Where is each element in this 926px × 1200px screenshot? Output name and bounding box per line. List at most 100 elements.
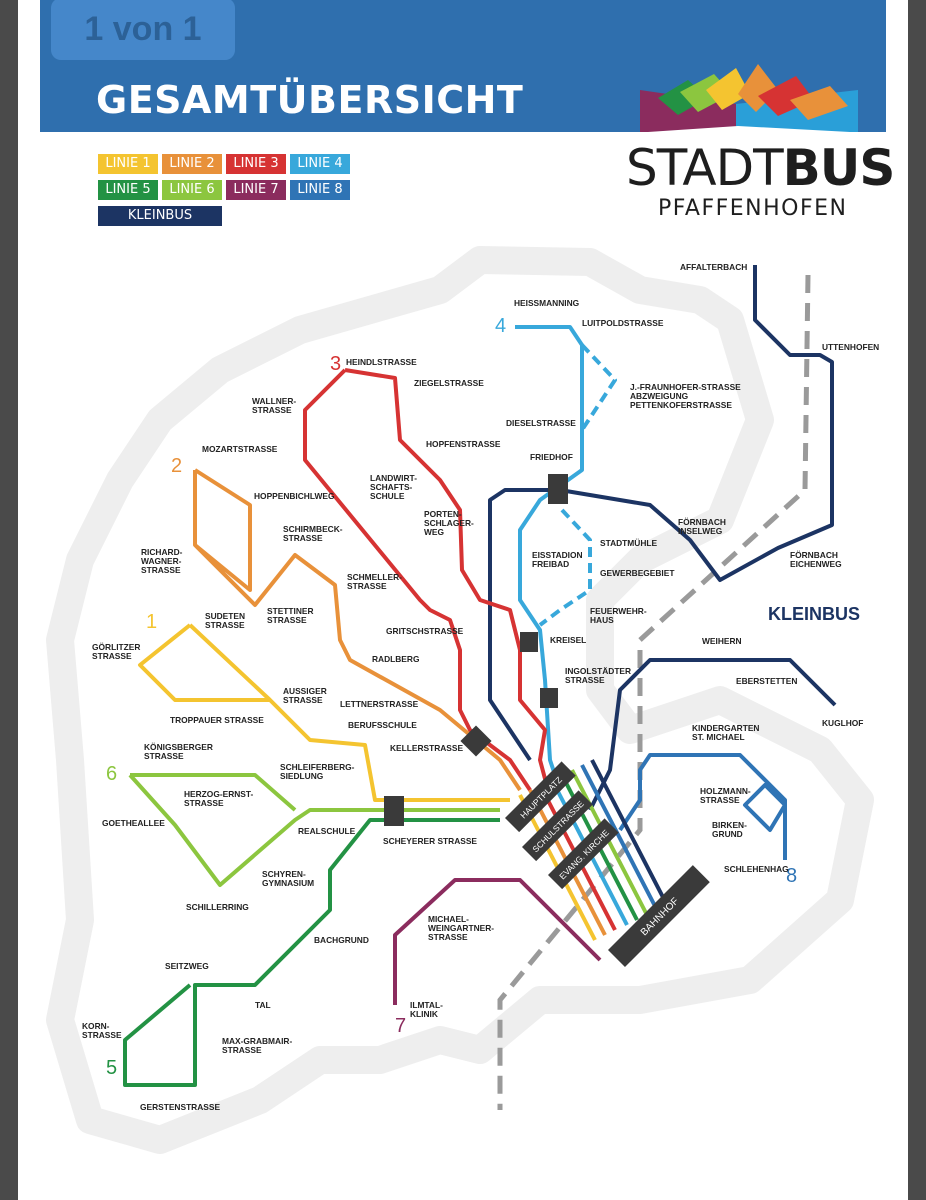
line-number-4: 4: [495, 315, 506, 337]
stop-fraunhofer-3: PETTENKOFERSTRASSE: [630, 400, 732, 410]
legend-label: LINIE 7: [233, 182, 279, 197]
stop-schirmbeck-2: STRASSE: [283, 533, 323, 543]
stop-mozartstrasse: MOZARTSTRASSE: [202, 444, 278, 454]
railway-line: [497, 274, 811, 1110]
line-number-5: 5: [106, 1057, 117, 1079]
bundle-linie-8: [580, 764, 659, 911]
route-linie-3: [303, 368, 550, 792]
route-kleinbus: [488, 265, 837, 811]
stop-uttenhofen: UTTENHOFEN: [822, 342, 879, 352]
stadtbus-logo: [618, 60, 868, 230]
line-number-6: 6: [106, 763, 117, 785]
stop-birken-2: GRUND: [712, 829, 743, 839]
kleinbus-area-label: KLEINBUS: [768, 604, 860, 624]
stop-michael-3: STRASSE: [428, 932, 468, 942]
legend-linie-2: LINIE 2: [162, 154, 222, 174]
page-counter: 1 von 1: [51, 0, 235, 60]
line-legend: LINIE 1 LINIE 2 LINIE 3 LINIE 4 LINIE 5 …: [98, 154, 368, 229]
legend-label: LINIE 5: [105, 182, 151, 197]
line-number-3: 3: [330, 353, 341, 375]
stop-lettnerstrasse: LETTNERSTRASSE: [340, 699, 419, 709]
brand-wordmark: STADTBUS: [626, 138, 895, 198]
legend-linie-6: LINIE 6: [162, 180, 222, 200]
stop-kindergarten-1: KINDERGARTEN: [692, 723, 759, 733]
stop-schleiferberg-2: SIEDLUNG: [280, 771, 323, 781]
stop-koenigsberger-1: KÖNIGSBERGER: [144, 742, 213, 752]
stop-michael-2: WEINGARTNER-: [428, 923, 494, 933]
stop-goerlitzer-2: STRASSE: [92, 651, 132, 661]
stop-affalterbach: AFFALTERBACH: [680, 262, 747, 272]
stop-schyren-2: GYMNASIUM: [262, 878, 314, 888]
legend-linie-3: LINIE 3: [226, 154, 286, 174]
stop-seitzweg: SEITZWEG: [165, 961, 209, 971]
logo-book-icon: [640, 64, 858, 138]
legend-linie-8: LINIE 8: [290, 180, 350, 200]
bundle-kleinbus: [590, 759, 669, 906]
stop-maxgrab-2: STRASSE: [222, 1045, 262, 1055]
stop-ilmtal-2: KLINIK: [410, 1009, 438, 1019]
stop-holzmann-2: STRASSE: [700, 795, 740, 805]
stop-schillerring: SCHILLERRING: [186, 902, 249, 912]
legend-kleinbus: KLEINBUS: [98, 206, 222, 226]
route-linie-6: [128, 773, 500, 887]
legend-linie-5: LINIE 5: [98, 180, 158, 200]
stop-hopfenstrasse: HOPFENSTRASSE: [426, 439, 501, 449]
stop-porten-1: PORTEN-: [424, 509, 462, 519]
linie-4-loop: [580, 343, 617, 432]
stop-schleiferberg-1: SCHLEIFERBERG-: [280, 762, 355, 772]
stop-berufsschule: BERUFSSCHULE: [348, 720, 417, 730]
stop-landw-2: SCHAFTS-: [370, 482, 413, 492]
stop-labels: AFFALTERBACH UTTENHOFEN HEISSMANNING LUI…: [82, 262, 879, 1112]
stop-porten-3: WEG: [424, 527, 444, 537]
stop-aussiger-1: AUSSIGER: [283, 686, 327, 696]
stop-ilmtal-1: ILMTAL-: [410, 1000, 443, 1010]
stop-schmeller-1: SCHMELLER-: [347, 572, 402, 582]
city-outline: [46, 246, 874, 1154]
bundle-linie-6: [570, 769, 649, 916]
map-page: GESAMTÜBERSICHT STADTBUS PFAFFENHOFEN LI…: [18, 0, 908, 1200]
stop-landw-3: SCHULE: [370, 491, 405, 501]
stop-gerstenstrasse: GERSTENSTRASSE: [140, 1102, 220, 1112]
overview-title: GESAMTÜBERSICHT: [96, 78, 524, 122]
stop-landw-1: LANDWIRT-: [370, 473, 417, 483]
brand-subtitle: PFAFFENHOFEN: [658, 196, 848, 221]
stop-birken-1: BIRKEN-: [712, 820, 747, 830]
hub-kreisel: [520, 632, 538, 652]
line-number-8: 8: [786, 865, 797, 887]
stop-sudeten-1: SUDETEN: [205, 611, 245, 621]
legend-label: KLEINBUS: [127, 208, 193, 223]
stop-michael-1: MICHAEL-: [428, 914, 469, 924]
stop-eisstadion-1: EISSTADION: [532, 550, 583, 560]
stop-kellerstrasse: KELLERSTRASSE: [390, 743, 463, 753]
stop-schirmbeck-1: SCHIRMBECK-: [283, 524, 343, 534]
stop-fornbach-inselweg-1: FÖRNBACH: [678, 517, 726, 527]
legend-linie-7: LINIE 7: [226, 180, 286, 200]
stop-aussiger-2: STRASSE: [283, 695, 323, 705]
route-linie-7: [393, 878, 602, 1005]
kleinbus-kuglhof: [588, 658, 837, 811]
stop-schlehenhag: SCHLEHENHAG: [724, 864, 789, 874]
stop-weihern: WEIHERN: [702, 636, 742, 646]
stop-schyren-1: SCHYREN-: [262, 869, 306, 879]
stop-schmeller-2: STRASSE: [347, 581, 387, 591]
line-number-2: 2: [171, 455, 182, 477]
legend-label: LINIE 1: [105, 156, 151, 171]
stop-wallner-2: STRASSE: [252, 405, 292, 415]
route-linie-5: [123, 818, 500, 1087]
stop-heindlstrasse: HEINDLSTRASSE: [346, 357, 417, 367]
stop-wallner-1: WALLNER-: [252, 396, 296, 406]
stop-koenigsberger-2: STRASSE: [144, 751, 184, 761]
stop-richard-2: WAGNER-: [141, 556, 182, 566]
stop-gewerbegebiet: GEWERBEGEBIET: [600, 568, 675, 578]
stop-luitpoldstrasse: LUITPOLDSTRASSE: [582, 318, 664, 328]
stop-fornbach-eichenweg-1: FÖRNBACH: [790, 550, 838, 560]
stop-bachgrund: BACHGRUND: [314, 935, 369, 945]
stop-stettiner-1: STETTINER: [267, 606, 314, 616]
line-number-7: 7: [395, 1015, 406, 1037]
stop-feuerwehr-1: FEUERWEHR-: [590, 606, 647, 616]
stop-herzog-1: HERZOG-ERNST-: [184, 789, 254, 799]
legend-label: LINIE 2: [169, 156, 215, 171]
linie-4-dash-south: [538, 508, 592, 627]
stop-tal: TAL: [255, 1000, 271, 1010]
stop-kindergarten-2: ST. MICHAEL: [692, 732, 745, 742]
